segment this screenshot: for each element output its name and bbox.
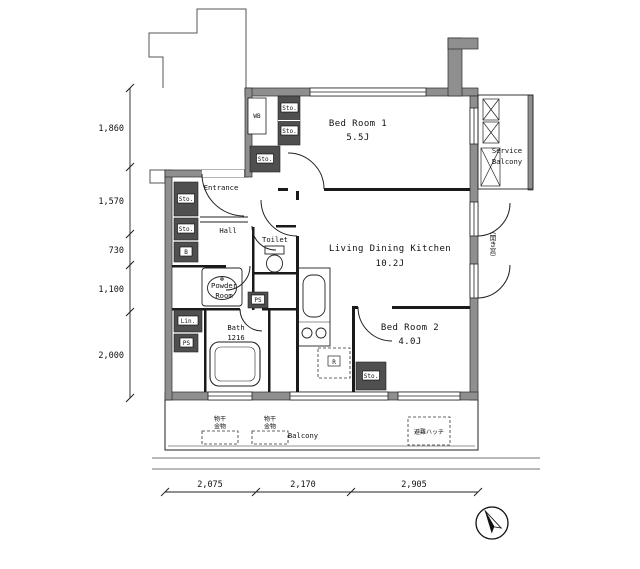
dimension-chain-bottom: 2,075 2,170 2,905 bbox=[160, 480, 483, 497]
dim-left-1: 1,860 bbox=[98, 124, 124, 134]
dim-bottom-2: 2,170 bbox=[290, 480, 316, 490]
window-service-balcony bbox=[469, 107, 479, 145]
ps-chip-left: PS bbox=[179, 337, 194, 348]
room-labels: Bed Room 1 5.5J Service Balcony Entrance… bbox=[204, 119, 523, 440]
wb-label: WB bbox=[253, 113, 261, 120]
boiler-label: B bbox=[184, 249, 188, 256]
door-swings bbox=[201, 152, 511, 342]
powder-door-arc bbox=[225, 265, 251, 291]
windows bbox=[202, 87, 479, 401]
sto-label: Sto. bbox=[364, 373, 378, 380]
dim-left-3: 730 bbox=[109, 246, 124, 256]
sto-chip-entrance2: Sto. bbox=[177, 223, 195, 234]
casement-window-arc-2 bbox=[476, 264, 511, 299]
dim-bottom-1: 2,075 bbox=[197, 480, 223, 490]
bath-name: Bath bbox=[227, 323, 244, 332]
hall-label: Hall bbox=[219, 226, 236, 235]
bath-door-arc bbox=[239, 308, 263, 332]
service-balcony bbox=[477, 94, 534, 190]
sto-label: Sto. bbox=[282, 128, 296, 135]
wall-service-balcony-right bbox=[527, 94, 534, 191]
outdoor-unit-space bbox=[480, 147, 501, 187]
casement-window-arc-1 bbox=[476, 202, 511, 237]
duct-shaft-2 bbox=[482, 121, 500, 144]
laundry-label-line2: 金物 bbox=[214, 423, 226, 431]
sto-chip-closet1: Sto. bbox=[280, 102, 299, 113]
laundry-bracket-1: 物干 金物 bbox=[201, 415, 239, 445]
bedroom2-name: Bed Room 2 bbox=[381, 323, 439, 333]
service-balcony-label-line2: Balcony bbox=[492, 157, 523, 166]
dim-left-4: 1,100 bbox=[98, 285, 124, 295]
window-note: （開き窓） bbox=[488, 228, 496, 261]
bedroom1-size: 5.5J bbox=[346, 133, 369, 143]
sto-chip-hall: Sto. bbox=[256, 153, 274, 164]
entrance-door-opening bbox=[202, 170, 244, 177]
ps-chip-center: PS bbox=[251, 294, 265, 305]
sto-label: Sto. bbox=[282, 105, 296, 112]
upper-structure-outline bbox=[148, 8, 247, 184]
bedroom1-door-arc bbox=[287, 152, 325, 190]
laundry-bracket-2: 物干 金物 bbox=[251, 415, 289, 445]
toilet-fixture bbox=[264, 245, 285, 273]
ldk-size: 10.2J bbox=[375, 259, 404, 269]
boiler-chip: B bbox=[179, 246, 193, 257]
window-bedroom1-top bbox=[309, 87, 427, 97]
sto-label: Sto. bbox=[179, 196, 193, 203]
bath-size: 1216 bbox=[227, 333, 244, 342]
toilet-door-arc bbox=[251, 225, 277, 251]
linen-label: Lin. bbox=[181, 318, 195, 325]
balcony: 物干 金物 物干 金物 避難ハッチ bbox=[152, 400, 540, 470]
dimension-chain-left: 1,860 1,570 730 1,100 2,000 bbox=[98, 83, 135, 403]
hatch-label: 避難ハッチ bbox=[414, 428, 444, 436]
dim-left-2: 1,570 bbox=[98, 197, 124, 207]
evacuation-hatch: 避難ハッチ bbox=[407, 416, 451, 446]
laundry-label-line2: 金物 bbox=[264, 423, 276, 431]
ps-label: PS bbox=[254, 297, 262, 304]
entrance-door-arc bbox=[201, 173, 245, 217]
window-bedroom2-balcony bbox=[397, 391, 461, 401]
vanity-fixture bbox=[201, 267, 243, 307]
window-ldk-right-1 bbox=[469, 201, 479, 237]
laundry-label-line1: 物干 bbox=[214, 415, 226, 423]
toilet-label: Toilet bbox=[262, 235, 288, 244]
fixtures bbox=[200, 216, 331, 387]
duct-shaft-1 bbox=[482, 98, 500, 121]
dim-bottom-3: 2,905 bbox=[401, 480, 427, 490]
kitchen-counter bbox=[297, 267, 331, 347]
laundry-label-line1: 物干 bbox=[264, 415, 276, 423]
ldk-name: Living Dining Kitchen bbox=[329, 244, 451, 254]
dim-left-5: 2,000 bbox=[98, 351, 124, 361]
label-chips: Sto. Sto. Sto. Sto. Sto. B Lin. PS bbox=[177, 97, 380, 381]
powder-room-label-line1: Powder bbox=[211, 281, 238, 290]
linen-chip: Lin. bbox=[177, 315, 199, 326]
sto-chip-bedroom2: Sto. bbox=[362, 370, 380, 381]
wall-top-right-slab-h bbox=[447, 37, 479, 50]
wall-left bbox=[164, 169, 173, 401]
bedroom2-closet bbox=[355, 361, 387, 391]
entrance-label: Entrance bbox=[204, 183, 239, 192]
sto-chip-entrance1: Sto. bbox=[177, 193, 195, 204]
bedroom2-size: 4.0J bbox=[398, 337, 421, 347]
partitions bbox=[172, 188, 470, 392]
window-ldk-right-2 bbox=[469, 263, 479, 299]
ps-label: PS bbox=[183, 340, 191, 347]
compass-icon bbox=[475, 506, 509, 540]
fridge-space: R bbox=[317, 347, 351, 379]
bathtub-fixture bbox=[209, 341, 261, 387]
wb-box: WB bbox=[247, 97, 267, 135]
hall-ldk-door-arc bbox=[260, 199, 298, 237]
fridge-label: R bbox=[332, 359, 336, 366]
window-bath bbox=[207, 391, 253, 401]
sto-label: Sto. bbox=[179, 226, 193, 233]
balcony-label: Balcony bbox=[288, 431, 319, 440]
sto-chip-closet2: Sto. bbox=[280, 125, 299, 136]
bedroom2-door-arc bbox=[357, 306, 393, 342]
sto-label: Sto. bbox=[258, 156, 272, 163]
entrance-step bbox=[200, 216, 248, 223]
powder-room-label-line2: Room bbox=[215, 291, 232, 300]
bedroom1-name: Bed Room 1 bbox=[329, 119, 387, 129]
window-ldk-balcony bbox=[289, 391, 389, 401]
service-balcony-label-line1: Service bbox=[492, 146, 522, 155]
